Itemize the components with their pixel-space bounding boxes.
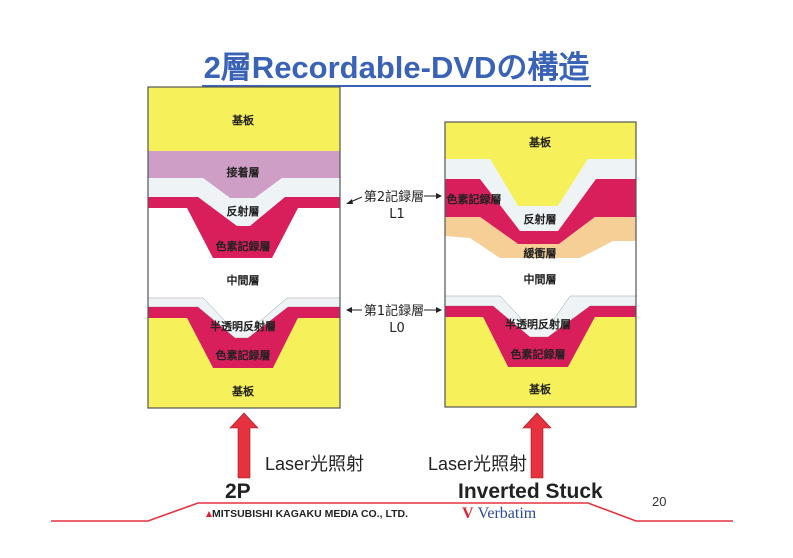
left-layer-label: 中間層 [227, 273, 260, 287]
layer2-code: L1 [389, 207, 405, 222]
verbatim-v-icon: V [462, 505, 474, 522]
slide-title: 2層Recordable-DVDの構造 [201, 50, 592, 87]
left-disc-frame [147, 86, 341, 409]
recording-layer-labels: 第2記録層 L1 第1記録層 L0 [346, 189, 442, 336]
left-dye-layer-l1 [148, 197, 340, 258]
right-bottom-substrate [445, 317, 636, 407]
layer2-label: 第2記録層 [364, 189, 424, 205]
right-structure-name: Inverted Stuck [458, 480, 603, 503]
right-layer-label: 色素記録層 [447, 192, 502, 206]
right-layer-label: 半透明反射層 [505, 317, 571, 331]
right-buffer-layer [445, 217, 636, 258]
laser-arrow-right [522, 412, 552, 479]
left-disc-diagram: 基板 接着層 反射層 色素記録層 中間層 半透明反射層 色素記録層 基板 [147, 86, 341, 409]
left-adhesive-layer [148, 151, 340, 198]
arrow-left-head [346, 307, 352, 313]
left-layer-label: 反射層 [227, 204, 260, 218]
left-layer-label: 接着層 [227, 165, 260, 179]
footer-decor-line [51, 502, 733, 522]
left-top-substrate [148, 87, 340, 151]
left-layer-label: 基板 [231, 113, 255, 127]
laser-label-right: Laser光照射 [428, 454, 528, 474]
right-layer-label: 基板 [528, 382, 552, 396]
left-layer-label: 半透明反射層 [210, 319, 276, 333]
layer1-label: 第1記録層 [364, 303, 424, 319]
left-layer-label: 基板 [231, 384, 255, 398]
left-reflective-layer [148, 178, 340, 226]
brand-name: Verbatim [477, 505, 537, 522]
layer1-code: L0 [389, 321, 405, 336]
left-layer-label: 色素記録層 [216, 239, 271, 253]
right-layer-label: 緩衝層 [524, 246, 557, 260]
right-layer-label: 色素記録層 [511, 347, 566, 361]
left-structure-name: 2P [225, 480, 251, 503]
company-name: MITSUBISHI KAGAKU MEDIA CO., LTD. [212, 508, 408, 520]
right-dye-layer-l0 [445, 306, 636, 367]
right-disc-diagram: 基板 色素記録層 反射層 緩衝層 中間層 半透明反射層 色素記録層 基板 [444, 121, 637, 408]
right-dye-layer-l1 [445, 179, 636, 244]
page-number: 20 [652, 494, 667, 509]
left-dye-layer-l0 [148, 307, 340, 368]
arrow-right-head [436, 193, 442, 199]
right-top-substrate [445, 122, 636, 206]
right-layer-label: 中間層 [524, 272, 557, 286]
right-reflective-layer [445, 159, 636, 231]
arrow-right-head [436, 307, 442, 313]
left-bottom-substrate [148, 318, 340, 408]
laser-label-left: Laser光照射 [265, 454, 365, 474]
mitsubishi-logo-icon [206, 511, 212, 517]
arrow-left-head [346, 199, 353, 204]
right-disc-frame [444, 121, 637, 408]
laser-arrow-left [229, 412, 259, 479]
left-layer-label: 色素記録層 [216, 348, 271, 362]
right-layer-label: 基板 [528, 135, 552, 149]
right-layer-label: 反射層 [524, 212, 557, 226]
